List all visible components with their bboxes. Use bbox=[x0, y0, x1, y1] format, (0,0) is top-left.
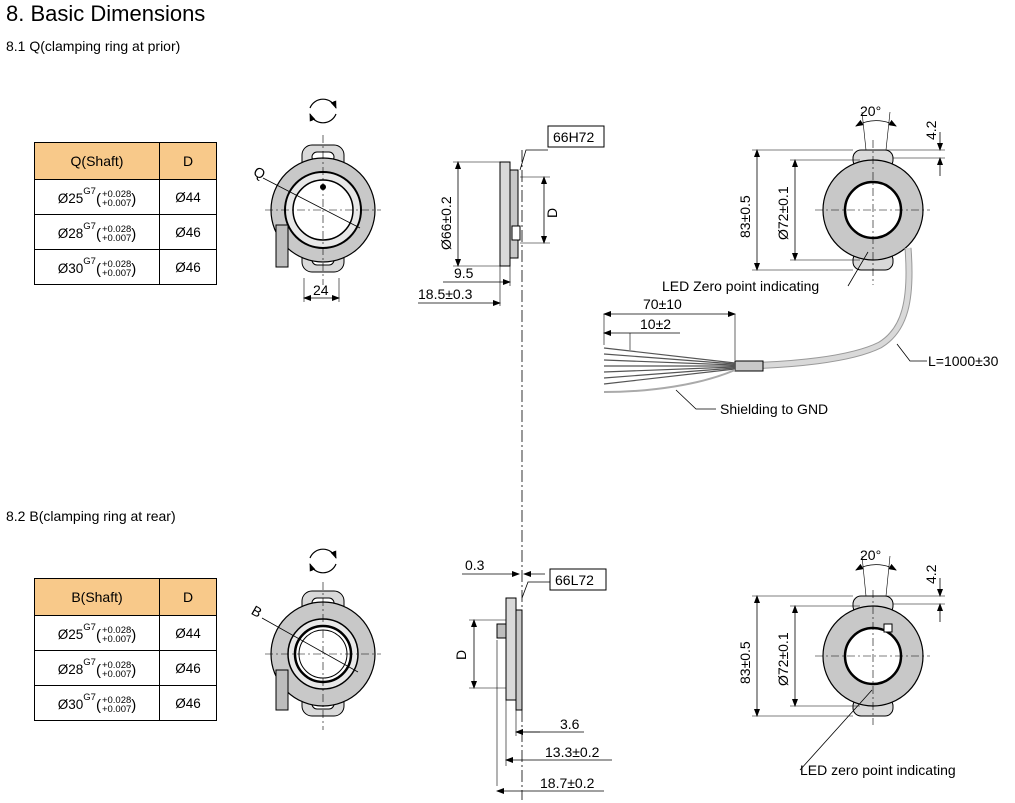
fit-class: G7 bbox=[83, 220, 96, 232]
d-value: Ø44 bbox=[159, 615, 217, 651]
tol-lower: +0.007 bbox=[101, 233, 132, 245]
dim-18-7: 18.7±0.2 bbox=[540, 775, 595, 791]
d-value: Ø44 bbox=[159, 179, 217, 215]
rotation-arrow-icon bbox=[309, 548, 337, 559]
shaft-size: Ø28 bbox=[57, 225, 84, 241]
flange bbox=[499, 161, 511, 267]
side-view-b: D 0.3 66L72 3.6 13.3±0.2 18.7±0.2 bbox=[453, 557, 612, 794]
tolerance-66h72: 66H72 bbox=[553, 129, 594, 145]
table-row: Ø28G7(+0.028+0.007) Ø46 bbox=[34, 214, 217, 250]
fit-class: G7 bbox=[83, 255, 96, 267]
tol-upper: +0.028 bbox=[101, 189, 132, 201]
table-row: Ø30G7(+0.028+0.007) Ø46 bbox=[34, 685, 217, 721]
table-row: Ø25G7(+0.028+0.007) Ø44 bbox=[34, 179, 217, 215]
tol-upper: +0.028 bbox=[101, 259, 132, 271]
dia72-dimension: Ø72±0.1 bbox=[775, 186, 791, 240]
side-view-q: Ø66±0.2 D 66H72 9.5 18.5±0.3 bbox=[418, 125, 605, 306]
front-view-b: B bbox=[249, 548, 381, 730]
front-view-q: Q 24 bbox=[251, 98, 381, 302]
section-heading-b: 8.2 B(clamping ring at rear) bbox=[6, 508, 176, 524]
rotation-arrow-icon bbox=[309, 563, 337, 574]
angle-20-b: 20° bbox=[860, 547, 881, 563]
dia66-dimension: Ø66±0.2 bbox=[438, 196, 454, 250]
fit-class: G7 bbox=[83, 185, 96, 197]
shaft-size: Ø25 bbox=[57, 626, 84, 642]
table-row: Ø30G7(+0.028+0.007) Ø46 bbox=[34, 249, 217, 285]
shaft-size: Ø30 bbox=[57, 696, 84, 712]
dim-4-2: 4.2 bbox=[923, 120, 939, 140]
fit-class: G7 bbox=[83, 691, 96, 703]
led-label-b: LED zero point indicating bbox=[800, 762, 956, 778]
shaft-size: Ø30 bbox=[57, 260, 84, 276]
cable-gland bbox=[275, 224, 289, 268]
tol-upper: +0.028 bbox=[101, 660, 132, 672]
header-d: D bbox=[159, 142, 217, 180]
tol-lower: +0.007 bbox=[101, 704, 132, 716]
shaft-table-b: B(Shaft) D Ø25G7(+0.028+0.007) Ø44 Ø28G7… bbox=[34, 578, 217, 721]
cable-length: L=1000±30 bbox=[928, 353, 999, 369]
d-value: Ø46 bbox=[159, 214, 217, 250]
width-dimension: 24 bbox=[313, 282, 329, 298]
dim-70: 70±10 bbox=[643, 296, 682, 312]
shaft-size: Ø28 bbox=[57, 661, 84, 677]
fit-class: G7 bbox=[83, 621, 96, 633]
table-row: Ø25G7(+0.028+0.007) Ø44 bbox=[34, 615, 217, 651]
d-value: Ø46 bbox=[159, 249, 217, 285]
dia72-dimension-b: Ø72±0.1 bbox=[775, 632, 791, 686]
d-dimension-b: D bbox=[453, 650, 469, 660]
rotation-arrow-icon bbox=[309, 113, 337, 124]
table-header-row: B(Shaft) D bbox=[34, 578, 217, 616]
shaft-size: Ø25 bbox=[57, 190, 84, 206]
dim-9-5: 9.5 bbox=[454, 265, 474, 281]
tol-lower: +0.007 bbox=[101, 268, 132, 280]
led-label: LED Zero point indicating bbox=[662, 278, 819, 294]
dim-10: 10±2 bbox=[640, 316, 671, 332]
dim-0-3: 0.3 bbox=[465, 557, 485, 573]
tol-lower: +0.007 bbox=[101, 198, 132, 210]
dim-13-3: 13.3±0.2 bbox=[545, 744, 600, 760]
tol-upper: +0.028 bbox=[101, 695, 132, 707]
dim-83: 83±0.5 bbox=[737, 195, 753, 238]
wire-bundle bbox=[603, 347, 736, 393]
table-row: Ø28G7(+0.028+0.007) Ø46 bbox=[34, 650, 217, 686]
fit-class: G7 bbox=[83, 656, 96, 668]
shielding-label: Shielding to GND bbox=[720, 401, 828, 417]
rotation-arrow-icon bbox=[309, 98, 337, 109]
tolerance-box bbox=[547, 125, 605, 148]
d-value: Ø46 bbox=[159, 685, 217, 721]
page-title: 8. Basic Dimensions bbox=[6, 1, 206, 26]
section-heading-q: 8.1 Q(clamping ring at prior) bbox=[6, 38, 181, 54]
dim-4-2-b: 4.2 bbox=[923, 564, 939, 584]
dim-18-5: 18.5±0.3 bbox=[418, 286, 473, 302]
dim-3-6: 3.6 bbox=[560, 716, 580, 732]
dim-83-b: 83±0.5 bbox=[737, 641, 753, 684]
rear-view-q: 20° 4.2 83±0.5 Ø72±0.1 LED Zero point in… bbox=[603, 103, 999, 417]
tol-upper: +0.028 bbox=[101, 625, 132, 637]
rear-view-b: 20° 4.2 83±0.5 Ø72±0.1 LED zero point in… bbox=[737, 547, 956, 778]
angle-20: 20° bbox=[860, 103, 881, 119]
shaft-table-q: Q(Shaft) D Ø25G7(+0.028+0.007) Ø44 Ø28G7… bbox=[34, 142, 217, 285]
tol-upper: +0.028 bbox=[101, 224, 132, 236]
tol-lower: +0.007 bbox=[101, 669, 132, 681]
tol-lower: +0.007 bbox=[101, 634, 132, 646]
header-shaft: B(Shaft) bbox=[34, 578, 160, 616]
housing bbox=[509, 169, 519, 259]
tolerance-66l72: 66L72 bbox=[555, 572, 594, 588]
d-dimension: D bbox=[544, 208, 560, 218]
